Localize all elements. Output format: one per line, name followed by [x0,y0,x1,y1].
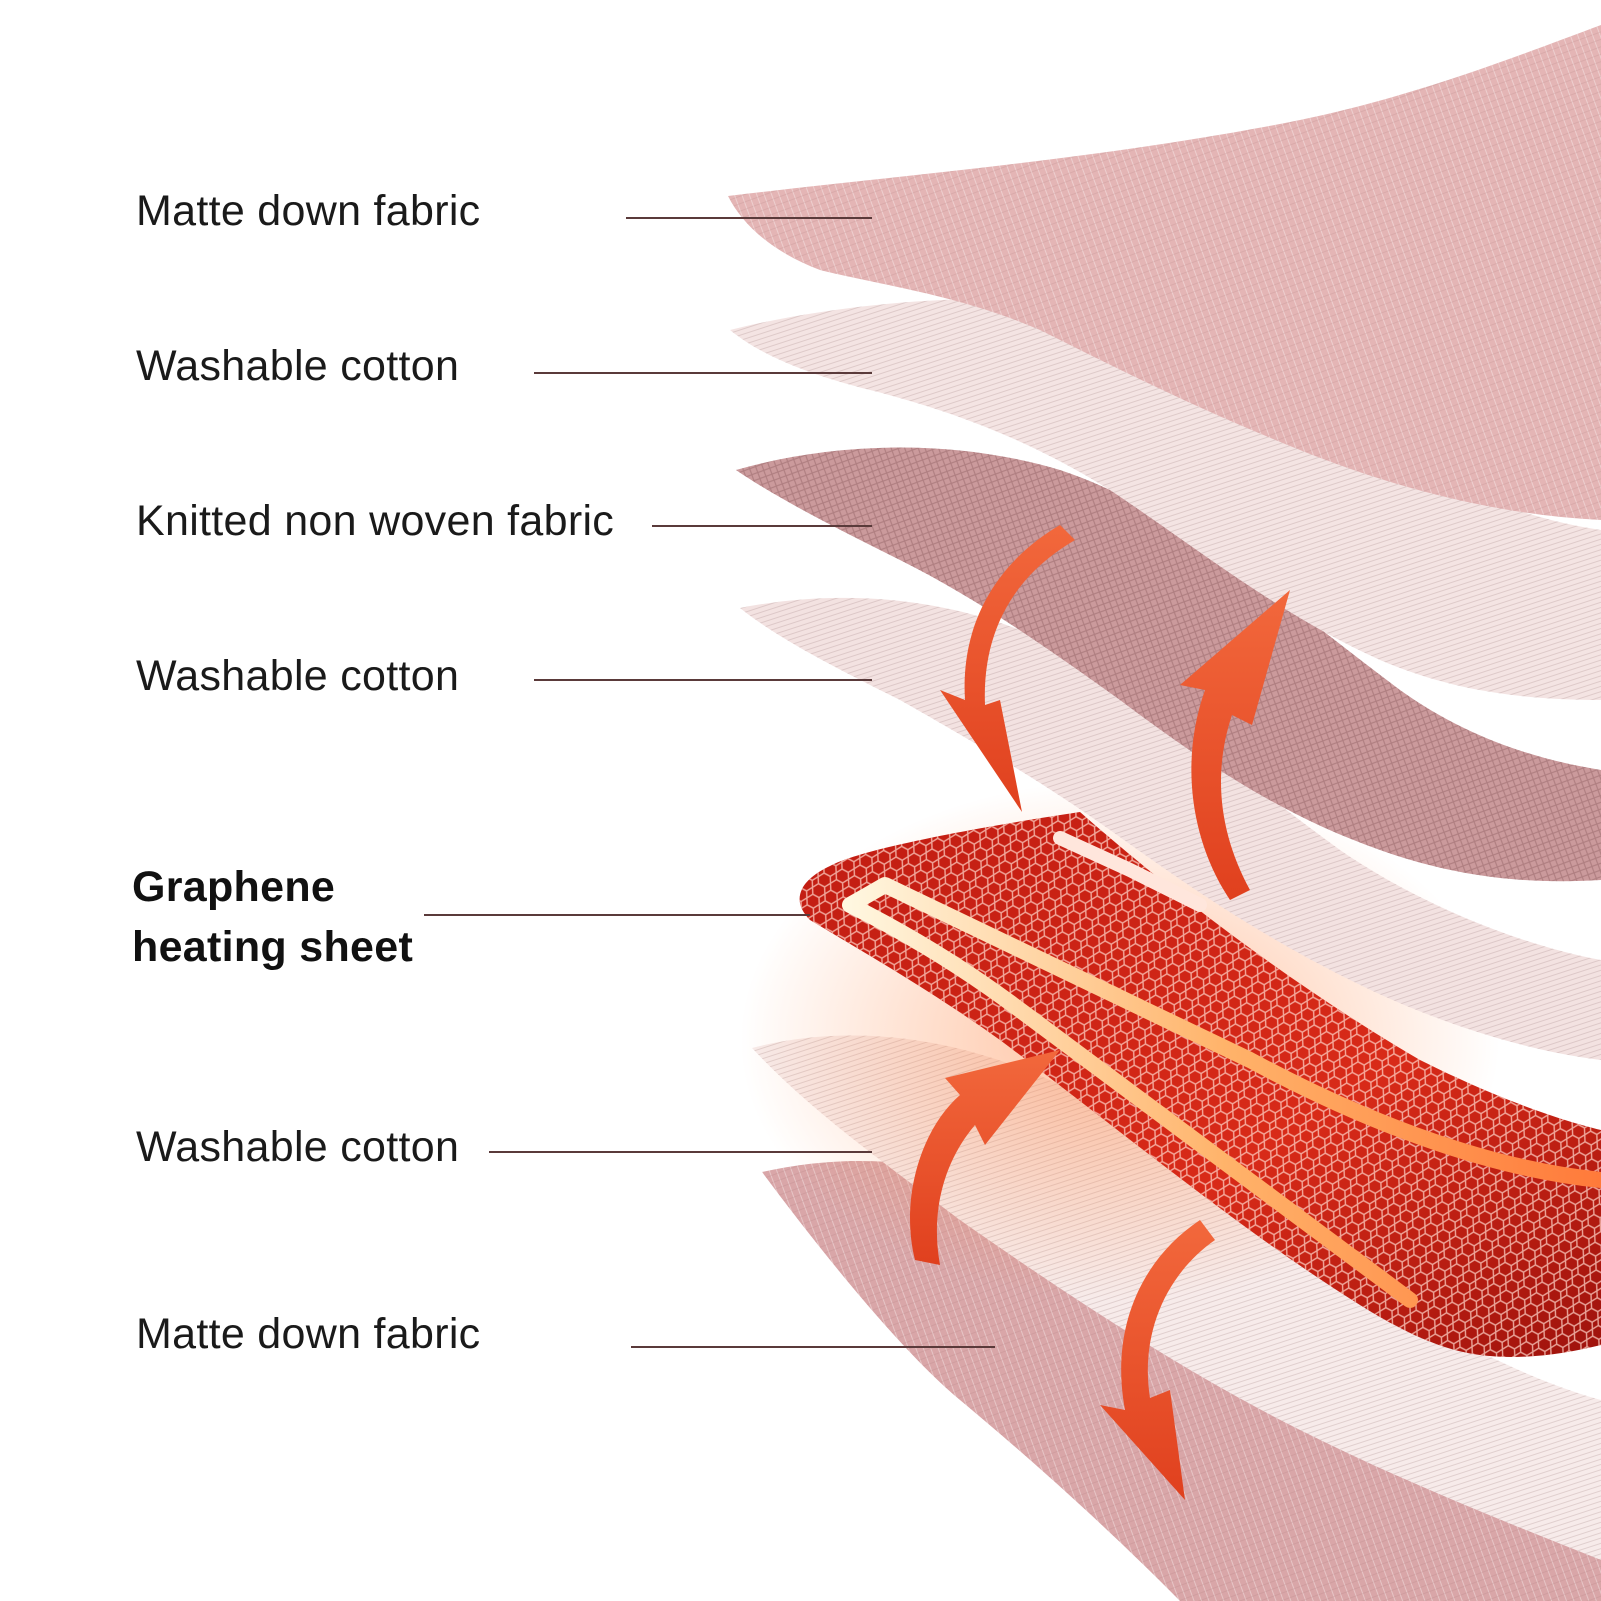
label-washable-cotton-lower: Washable cotton [136,1123,460,1171]
heat-arrow-up-lower [910,1050,1060,1265]
label-knitted-non-woven-fabric: Knitted non woven fabric [136,497,615,545]
label-washable-cotton-top: Washable cotton [136,342,460,390]
heat-arrow-down-upper [940,525,1075,812]
label-matte-down-fabric-top: Matte down fabric [136,187,481,235]
layer-top-matte-fabric [728,25,1601,520]
label-matte-down-fabric-bottom: Matte down fabric [136,1310,481,1358]
layer-cotton-top [730,298,1601,700]
heat-arrow-up-upper [1180,590,1290,900]
label-washable-cotton-middle: Washable cotton [136,652,460,700]
layer-cotton-middle [740,597,1601,1060]
heat-arrows [910,525,1290,1500]
layer-knitted-non-woven [736,447,1601,882]
heat-arrow-down-lower [1100,1220,1215,1500]
label-graphene-heating-sheet: Graphene heating sheet [132,857,413,977]
label-graphene-line-2: heating sheet [132,923,414,971]
label-graphene-line-1: Graphene [132,863,336,911]
leader-lines [424,217,995,1348]
